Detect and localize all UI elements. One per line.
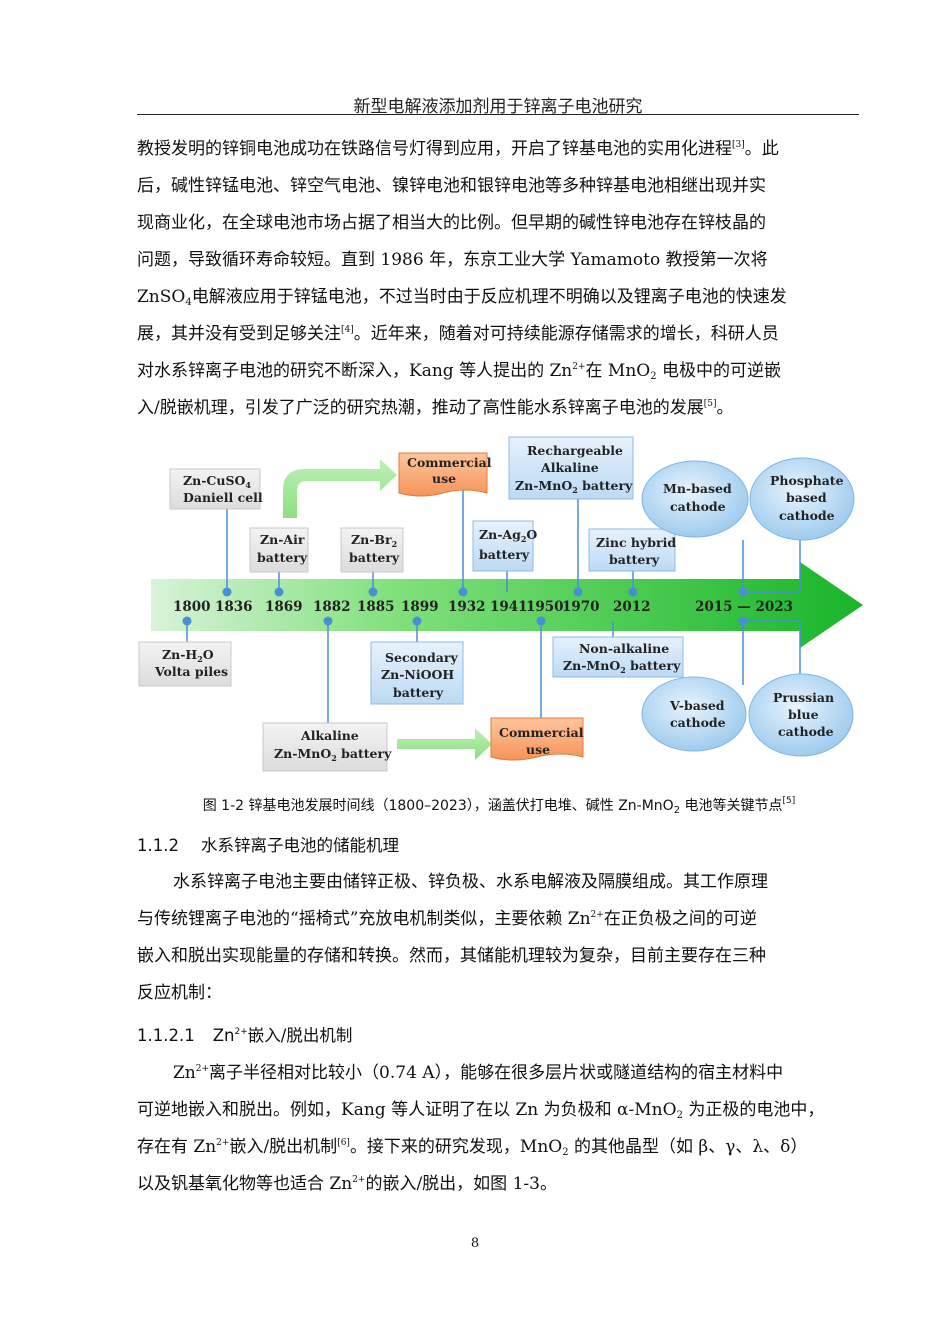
box-secondary-zn-niooh: Secondary Zn-NiOOH battery — [370, 641, 464, 705]
box-zn-br2: Zn-Br2 battery — [340, 527, 404, 573]
svg-text:cathode: cathode — [670, 715, 726, 730]
svg-text:battery: battery — [257, 550, 308, 565]
svg-text:battery: battery — [479, 547, 530, 562]
figure-caption: 图 1-2 锌基电池发展时间线（1800–2023），涵盖伏打电堆、碱性 Zn-… — [202, 796, 796, 816]
page-number: 8 — [470, 1236, 480, 1251]
year-1882: 1882 — [313, 599, 351, 615]
text-line: 入/脱嵌机理，引发了广泛的研究热潮，推动了高性能水系锌离子电池的发展[5]。 — [137, 398, 734, 418]
svg-text:Non-alkaline: Non-alkaline — [579, 641, 669, 656]
paragraph-intro: 教授发明的锌铜电池成功在铁路信号灯得到应用，开启了锌基电池的实用化进程[3]。此… — [137, 131, 861, 427]
box-non-alkaline: Non-alkaline Zn-MnO2 battery — [552, 636, 684, 678]
citation-4[interactable]: [4] — [341, 325, 354, 335]
year-2015-2023: 2015 — 2023 — [695, 599, 793, 615]
box-commercial-use-bottom: Commercial use — [490, 717, 584, 761]
svg-text:Zn-MnO2 battery: Zn-MnO2 battery — [563, 658, 681, 675]
running-header: 新型电解液添加剂用于锌离子电池研究 — [353, 97, 643, 117]
circle-prussian-blue: Prussian blue cathode — [748, 673, 854, 757]
citation-6[interactable]: [6] — [337, 1138, 350, 1148]
box-zinc-hybrid: Zinc hybrid battery — [588, 528, 676, 572]
svg-text:Alkaline: Alkaline — [540, 460, 599, 475]
citation-3[interactable]: [3] — [732, 140, 745, 150]
svg-text:cathode: cathode — [670, 499, 726, 514]
svg-text:cathode: cathode — [779, 508, 835, 523]
svg-text:Zn-Air: Zn-Air — [260, 532, 305, 547]
svg-text:Zinc hybrid: Zinc hybrid — [596, 535, 676, 550]
text-line: 问题，导致循环寿命较短。直到 1986 年，东京工业大学 Yamamoto 教授… — [137, 250, 768, 270]
box-zn-cuso4: Zn-CuSO4 Daniell cell — [169, 468, 263, 510]
svg-text:based: based — [786, 490, 827, 505]
box-zn-air: Zn-Air battery — [249, 527, 309, 573]
svg-text:Alkaline: Alkaline — [300, 728, 359, 743]
svg-text:Zn-CuSO4: Zn-CuSO4 — [183, 473, 251, 490]
text-line: 与传统锂离子电池的“摇椅式”充放电机制类似，主要依赖 Zn2+在正负极之间的可逆 — [137, 909, 757, 929]
svg-text:Zn-Br2: Zn-Br2 — [351, 532, 397, 549]
svg-text:Zn-MnO2 battery: Zn-MnO2 battery — [274, 746, 392, 763]
svg-text:Zn-MnO2 battery: Zn-MnO2 battery — [515, 478, 633, 495]
paragraph-mechanism: 水系锌离子电池主要由储锌正极、锌负极、水系电解液及隔膜组成。其工作原理 与传统锂… — [137, 864, 861, 1012]
year-1932: 1932 — [448, 599, 486, 615]
svg-text:Prussian: Prussian — [773, 690, 834, 705]
svg-text:battery: battery — [609, 552, 660, 567]
svg-text:Daniell cell: Daniell cell — [183, 490, 263, 505]
svg-text:Rechargeable: Rechargeable — [527, 443, 623, 458]
text-line: 后，碱性锌锰电池、锌空气电池、镍锌电池和银锌电池等多种锌基电池相继出现并实 — [137, 176, 766, 196]
year-1869: 1869 — [265, 599, 303, 615]
year-1885: 1885 — [357, 599, 395, 615]
timeline-arrow — [151, 562, 863, 648]
citation-5[interactable]: [5] — [782, 796, 796, 806]
citation-5[interactable]: [5] — [703, 399, 717, 409]
svg-text:Commercial: Commercial — [499, 725, 584, 740]
year-1899: 1899 — [401, 599, 439, 615]
text-line: 教授发明的锌铜电池成功在铁路信号灯得到应用，开启了锌基电池的实用化进程[3]。此 — [137, 139, 779, 159]
text-line: 以及钒基氧化物等也适合 Zn2+的嵌入/脱出，如图 1-3。 — [137, 1174, 557, 1194]
box-rechargeable-alkaline: Rechargeable Alkaline Zn-MnO2 battery — [508, 436, 634, 500]
svg-text:use: use — [526, 742, 550, 757]
text-line: 反应机制： — [137, 983, 222, 1003]
year-1800: 1800 — [173, 599, 211, 615]
svg-text:Zn-NiOOH: Zn-NiOOH — [381, 667, 454, 682]
year-1970: 1970 — [562, 599, 600, 615]
year-1941: 1941 — [490, 599, 528, 615]
svg-text:Secondary: Secondary — [385, 650, 458, 665]
svg-text:cathode: cathode — [778, 724, 834, 739]
svg-text:use: use — [432, 471, 456, 486]
svg-text:Volta piles: Volta piles — [154, 664, 228, 679]
text-line: 嵌入和脱出实现能量的存储和转换。然而，其储能机理较为复杂，目前主要存在三种 — [137, 946, 766, 966]
svg-text:battery: battery — [349, 550, 400, 565]
svg-text:battery: battery — [393, 685, 444, 700]
header-rule — [137, 114, 859, 115]
svg-text:V-based: V-based — [669, 698, 725, 713]
text-line: 对水系锌离子电池的研究不断深入，Kang 等人提出的 Zn2+在 MnO2 电极… — [137, 361, 781, 382]
paragraph-intercalation: Zn2+离子半径相对比较小（0.74 A），能够在很多层片状或隧道结构的宿主材料… — [137, 1055, 861, 1203]
svg-text:blue: blue — [788, 707, 819, 722]
year-1836: 1836 — [215, 599, 253, 615]
box-volta: Zn-H2O Volta piles — [138, 641, 232, 687]
text-line: 展，其并没有受到足够关注[4]。近年来，随着对可持续能源存储需求的增长，科研人员 — [137, 324, 779, 344]
box-alkaline-zn-mno2: Alkaline Zn-MnO2 battery — [262, 722, 392, 772]
text-line: 水系锌离子电池主要由储锌正极、锌负极、水系电解液及隔膜组成。其工作原理 — [173, 872, 768, 892]
svg-text:Phosphate: Phosphate — [770, 473, 844, 488]
arrow-bottom — [397, 728, 492, 760]
box-zn-ag2o: Zn-Ag2O battery — [472, 520, 537, 572]
text-line: 存在有 Zn2+嵌入/脱出机制[6]。接下来的研究发现，MnO2 的其他晶型（如… — [137, 1137, 808, 1158]
text-line: 现商业化，在全球电池市场占据了相当大的比例。但早期的碱性锌电池存在锌枝晶的 — [137, 213, 766, 233]
text-line: ZnSO4电解液应用于锌锰电池，不过当时由于反应机理不明确以及锂离子电池的快速发 — [137, 287, 787, 308]
svg-text:Zn-H2O: Zn-H2O — [162, 647, 214, 664]
circle-mn-based: Mn-based cathode — [641, 460, 749, 538]
year-1950: 1950 — [526, 599, 564, 615]
svg-text:Commercial: Commercial — [407, 455, 492, 470]
timeline-figure: 1800 1836 1869 1882 1885 1899 1932 1941 … — [138, 436, 863, 772]
svg-text:Zn-Ag2O: Zn-Ag2O — [479, 527, 537, 544]
circle-phosphate: Phosphate based cathode — [749, 457, 855, 541]
text-line: Zn2+离子半径相对比较小（0.74 A），能够在很多层片状或隧道结构的宿主材料… — [173, 1063, 784, 1083]
svg-text:Mn-based: Mn-based — [663, 481, 732, 496]
year-2012: 2012 — [613, 599, 651, 615]
box-commercial-use-top: Commercial use — [398, 452, 492, 497]
curved-arrow-top — [283, 459, 397, 518]
circle-v-based: V-based cathode — [641, 676, 747, 752]
text-line: 可逆地嵌入和脱出。例如，Kang 等人证明了在以 Zn 为负极和 α-MnO2 … — [137, 1100, 825, 1121]
